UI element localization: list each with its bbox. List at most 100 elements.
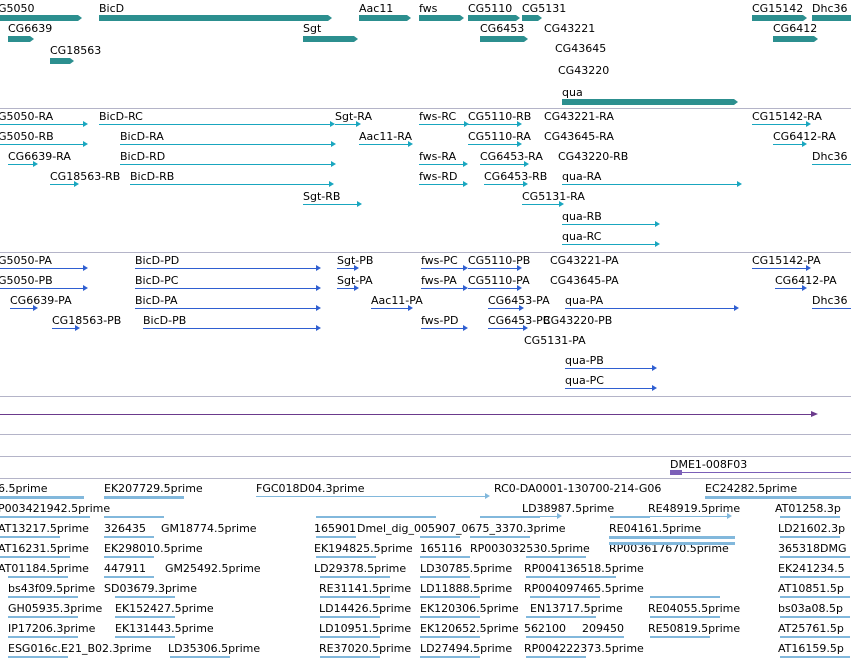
- transcript-feature[interactable]: [468, 141, 522, 147]
- est-label[interactable]: RP004222373.5prime: [524, 642, 644, 655]
- est-alignment-block[interactable]: [170, 656, 230, 658]
- protein-label[interactable]: BicD-PA: [135, 294, 178, 307]
- transcript-label[interactable]: qua-RA: [562, 170, 602, 183]
- est-label[interactable]: EK120652.5prime: [420, 622, 519, 635]
- est-label[interactable]: bs43f09.5prime: [8, 582, 96, 595]
- gene-label[interactable]: fws: [419, 2, 438, 15]
- protein-label[interactable]: qua-PB: [565, 354, 604, 367]
- transcript-feature[interactable]: [480, 161, 529, 167]
- est-alignment-block[interactable]: [526, 656, 586, 658]
- gene-feature[interactable]: [303, 36, 358, 42]
- protein-label[interactable]: CG6453-PA: [488, 294, 550, 307]
- transcript-feature[interactable]: [419, 161, 468, 167]
- est-label[interactable]: RP003617670.5prime: [609, 542, 729, 555]
- transcript-feature[interactable]: [562, 181, 742, 187]
- est-alignment-block[interactable]: [420, 596, 480, 598]
- est-label[interactable]: 165116: [420, 542, 462, 555]
- est-alignment-block[interactable]: [320, 596, 390, 598]
- protein-label[interactable]: CG6412-PA: [775, 274, 837, 287]
- transcript-feature[interactable]: [522, 201, 564, 207]
- est-label[interactable]: LD21602.3p: [778, 522, 846, 535]
- protein-label[interactable]: Sgt-PA: [337, 274, 373, 287]
- protein-feature[interactable]: [775, 285, 807, 291]
- est-alignment-block[interactable]: [316, 556, 376, 558]
- est-label[interactable]: RE48919.5prime: [648, 502, 741, 515]
- est-label[interactable]: RE04055.5prime: [648, 602, 741, 615]
- est-alignment-block[interactable]: [480, 516, 540, 518]
- protein-feature[interactable]: [371, 305, 413, 311]
- gene-label[interactable]: CG6639: [8, 22, 53, 35]
- protein-feature[interactable]: [135, 265, 321, 271]
- transcript-label[interactable]: CG18563-RB: [50, 170, 121, 183]
- transcript-label[interactable]: CG6639-RA: [8, 150, 71, 163]
- gene-label[interactable]: qua: [562, 86, 583, 99]
- est-alignment-block[interactable]: [780, 596, 850, 598]
- gene-feature[interactable]: [752, 15, 807, 21]
- transcript-label[interactable]: Dhc36: [812, 150, 848, 163]
- est-alignment-block[interactable]: [320, 616, 380, 618]
- gene-feature[interactable]: [8, 36, 34, 42]
- est-alignment-block[interactable]: [470, 536, 530, 538]
- transcript-label[interactable]: BicD-RB: [130, 170, 175, 183]
- protein-label[interactable]: G5050-PA: [0, 254, 52, 267]
- transcript-feature[interactable]: [359, 141, 413, 147]
- est-alignment-block[interactable]: [780, 516, 840, 518]
- protein-label[interactable]: CG5110-PA: [468, 274, 530, 287]
- est-label[interactable]: LD11888.5prime: [420, 582, 513, 595]
- est-label[interactable]: EC24282.5prime: [705, 482, 798, 495]
- est-label[interactable]: 6.5prime: [0, 482, 48, 495]
- transcript-label[interactable]: CG43221-RA: [544, 110, 614, 123]
- est-label[interactable]: Dmel_dig_005907_0675_3370.3prime: [357, 522, 566, 535]
- protein-label[interactable]: CG5131-PA: [524, 334, 586, 347]
- est-label[interactable]: EN13717.5prime: [530, 602, 623, 615]
- protein-feature[interactable]: [143, 325, 321, 331]
- gene-feature[interactable]: [812, 15, 851, 21]
- est-label[interactable]: 447911: [104, 562, 146, 575]
- transcript-label[interactable]: BicD-RC: [99, 110, 143, 123]
- est-label[interactable]: LD10951.5prime: [319, 622, 412, 635]
- transcript-label[interactable]: CG43645-RA: [544, 130, 614, 143]
- est-alignment-block[interactable]: [780, 636, 850, 638]
- protein-feature[interactable]: [421, 285, 468, 291]
- protein-label[interactable]: CG6453-PB: [488, 314, 551, 327]
- protein-label[interactable]: G5050-PB: [0, 274, 53, 287]
- protein-feature[interactable]: [752, 265, 811, 271]
- est-alignment-block[interactable]: [526, 576, 616, 578]
- est-alignment-block[interactable]: [526, 616, 596, 618]
- est-feature[interactable]: [705, 496, 851, 499]
- transcript-label[interactable]: fws-RC: [419, 110, 457, 123]
- transcript-feature[interactable]: [419, 181, 468, 187]
- protein-label[interactable]: CG6639-PA: [10, 294, 72, 307]
- est-label[interactable]: EK152427.5prime: [115, 602, 214, 615]
- protein-label[interactable]: qua-PC: [565, 374, 604, 387]
- est-alignment-block[interactable]: [610, 516, 650, 518]
- gene-feature[interactable]: [359, 15, 411, 21]
- est-label[interactable]: AT01184.5prime: [0, 562, 89, 575]
- est-alignment-block[interactable]: [420, 656, 480, 658]
- protein-feature[interactable]: [468, 265, 522, 271]
- est-feature[interactable]: [609, 542, 735, 545]
- protein-feature[interactable]: [565, 385, 657, 391]
- protein-label[interactable]: Sgt-PB: [337, 254, 374, 267]
- protein-feature[interactable]: [812, 308, 851, 309]
- est-alignment-block[interactable]: [420, 556, 470, 558]
- gene-feature[interactable]: [0, 15, 82, 21]
- protein-label[interactable]: fws-PA: [421, 274, 457, 287]
- est-alignment-block[interactable]: [115, 596, 175, 598]
- est-label[interactable]: GM25492.5prime: [165, 562, 261, 575]
- est-label[interactable]: RP004136518.5prime: [524, 562, 644, 575]
- transcript-label[interactable]: fws-RD: [419, 170, 458, 183]
- protein-feature[interactable]: [135, 285, 321, 291]
- est-alignment-block[interactable]: [530, 596, 600, 598]
- est-label[interactable]: 365318DMG: [778, 542, 847, 555]
- protein-feature[interactable]: [488, 325, 528, 331]
- est-label[interactable]: EK131443.5prime: [115, 622, 214, 635]
- protein-feature[interactable]: [565, 305, 739, 311]
- protein-label[interactable]: CG43645-PA: [550, 274, 619, 287]
- gene-label[interactable]: CG43645: [555, 42, 607, 55]
- transcript-label[interactable]: CG43220-RB: [558, 150, 629, 163]
- gene-label[interactable]: CG6412: [773, 22, 818, 35]
- protein-label[interactable]: Dhc36: [812, 294, 848, 307]
- transcript-feature[interactable]: [335, 121, 361, 127]
- transcript-feature[interactable]: [562, 221, 660, 227]
